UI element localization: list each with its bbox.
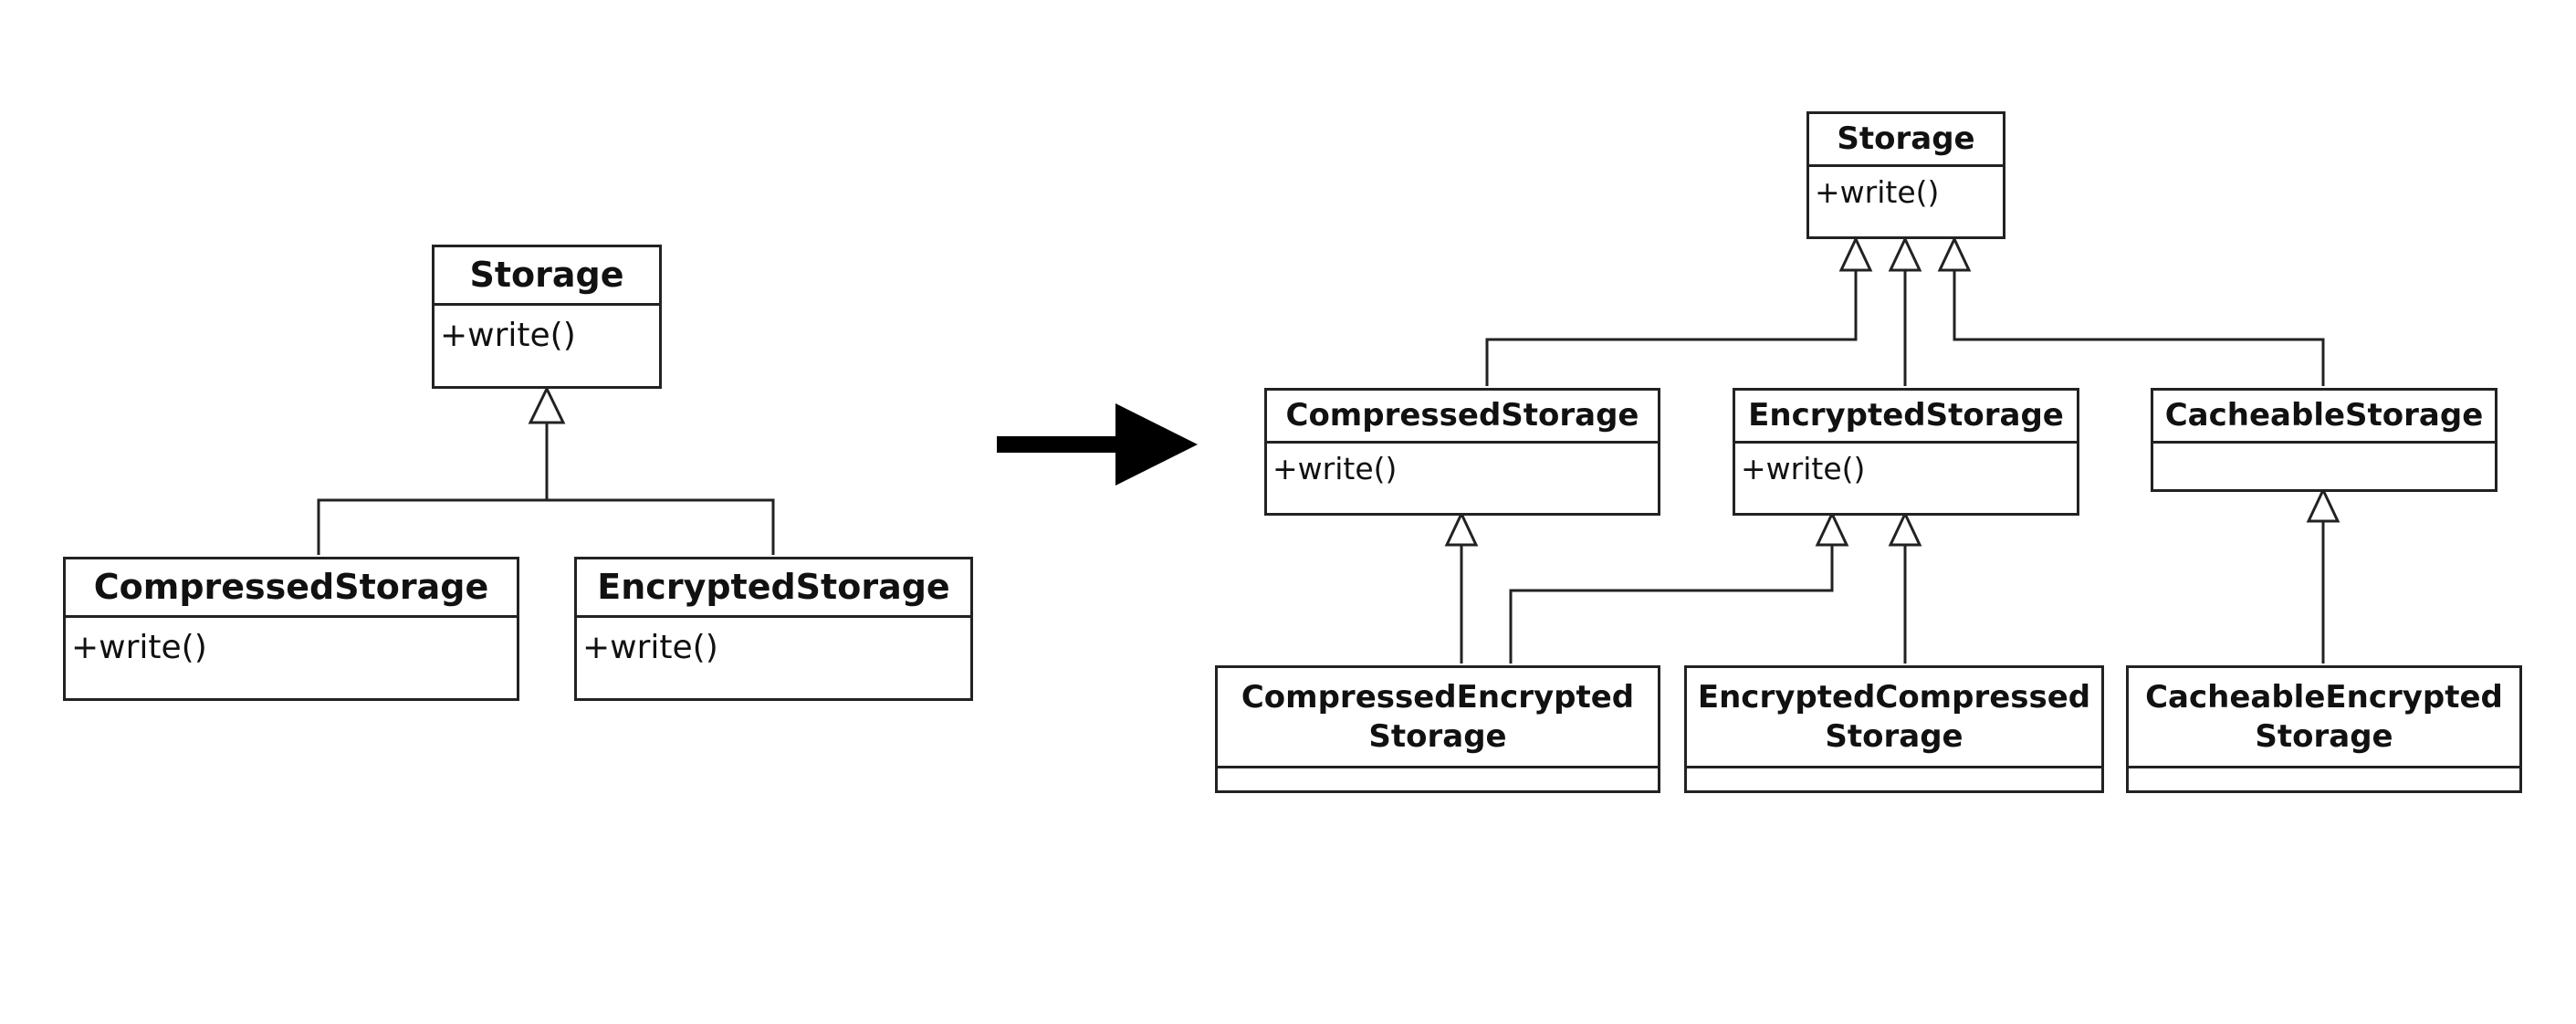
inheritance-arrowhead-cacheable <box>2306 486 2340 523</box>
inheritance-arrowhead-storage-1 <box>1838 235 1873 272</box>
class-name: CacheableStorage <box>2153 391 2495 444</box>
class-operation: +write() <box>582 629 718 666</box>
class-encrypted-storage: EncryptedStorage +write() <box>1733 388 2079 516</box>
class-encrypted-storage-left: EncryptedStorage +write() <box>574 557 973 701</box>
class-operations-empty <box>1218 768 1658 776</box>
inheritance-arrowhead-encrypted-2 <box>1888 510 1922 547</box>
class-name: CacheableEncrypted Storage <box>2129 668 2519 768</box>
class-name: CompressedStorage <box>1267 391 1658 444</box>
class-name-line-2: Storage <box>2255 717 2393 755</box>
class-operation: +write() <box>1272 451 1398 486</box>
class-operations-empty <box>1687 768 2101 776</box>
generalization-line-cacheable <box>1953 270 2325 386</box>
class-operations-empty <box>2129 768 2519 776</box>
generalization-line-compressed <box>1485 270 1858 386</box>
transition-arrow-icon <box>997 403 1198 486</box>
class-cacheable-encrypted-storage: CacheableEncrypted Storage <box>2126 665 2522 793</box>
class-name-line-2: Storage <box>1825 717 1963 755</box>
class-storage-left: Storage +write() <box>432 245 662 389</box>
class-operation: +write() <box>1815 174 1940 210</box>
class-name-line-2: Storage <box>1368 717 1507 755</box>
class-name: CompressedStorage <box>66 559 517 618</box>
class-name-line-1: CacheableEncrypted <box>2145 679 2503 716</box>
class-compressed-encrypted-storage: CompressedEncrypted Storage <box>1215 665 1660 793</box>
generalization-line-left-compressed <box>317 423 549 555</box>
class-name: CompressedEncrypted Storage <box>1218 668 1658 768</box>
class-storage: Storage +write() <box>1806 111 2005 239</box>
class-operation: +write() <box>1741 451 1866 486</box>
class-operation: +write() <box>71 629 207 666</box>
class-compressed-storage: CompressedStorage +write() <box>1264 388 1660 516</box>
class-name: Storage <box>435 247 659 306</box>
class-name: EncryptedStorage <box>577 559 970 618</box>
class-operations-empty <box>2153 444 2495 451</box>
class-name: EncryptedStorage <box>1735 391 2077 444</box>
inheritance-arrowhead-compressed <box>1444 510 1479 547</box>
generalization-line-ce-to-encrypted <box>1509 545 1834 664</box>
inheritance-arrowhead-storage-2 <box>1888 235 1922 272</box>
class-operation: +write() <box>440 317 576 354</box>
inheritance-arrowhead-left <box>528 385 566 424</box>
class-name-line-1: CompressedEncrypted <box>1241 679 1635 716</box>
class-cacheable-storage: CacheableStorage <box>2151 388 2497 492</box>
inheritance-arrowhead-storage-3 <box>1937 235 1972 272</box>
class-name: Storage <box>1809 114 2003 167</box>
generalization-line-left-encrypted <box>547 498 775 555</box>
class-name: EncryptedCompressed Storage <box>1687 668 2101 768</box>
class-name-line-1: EncryptedCompressed <box>1697 679 2091 716</box>
class-compressed-storage-left: CompressedStorage +write() <box>63 557 519 701</box>
class-encrypted-compressed-storage: EncryptedCompressed Storage <box>1684 665 2104 793</box>
inheritance-arrowhead-encrypted-1 <box>1815 510 1849 547</box>
